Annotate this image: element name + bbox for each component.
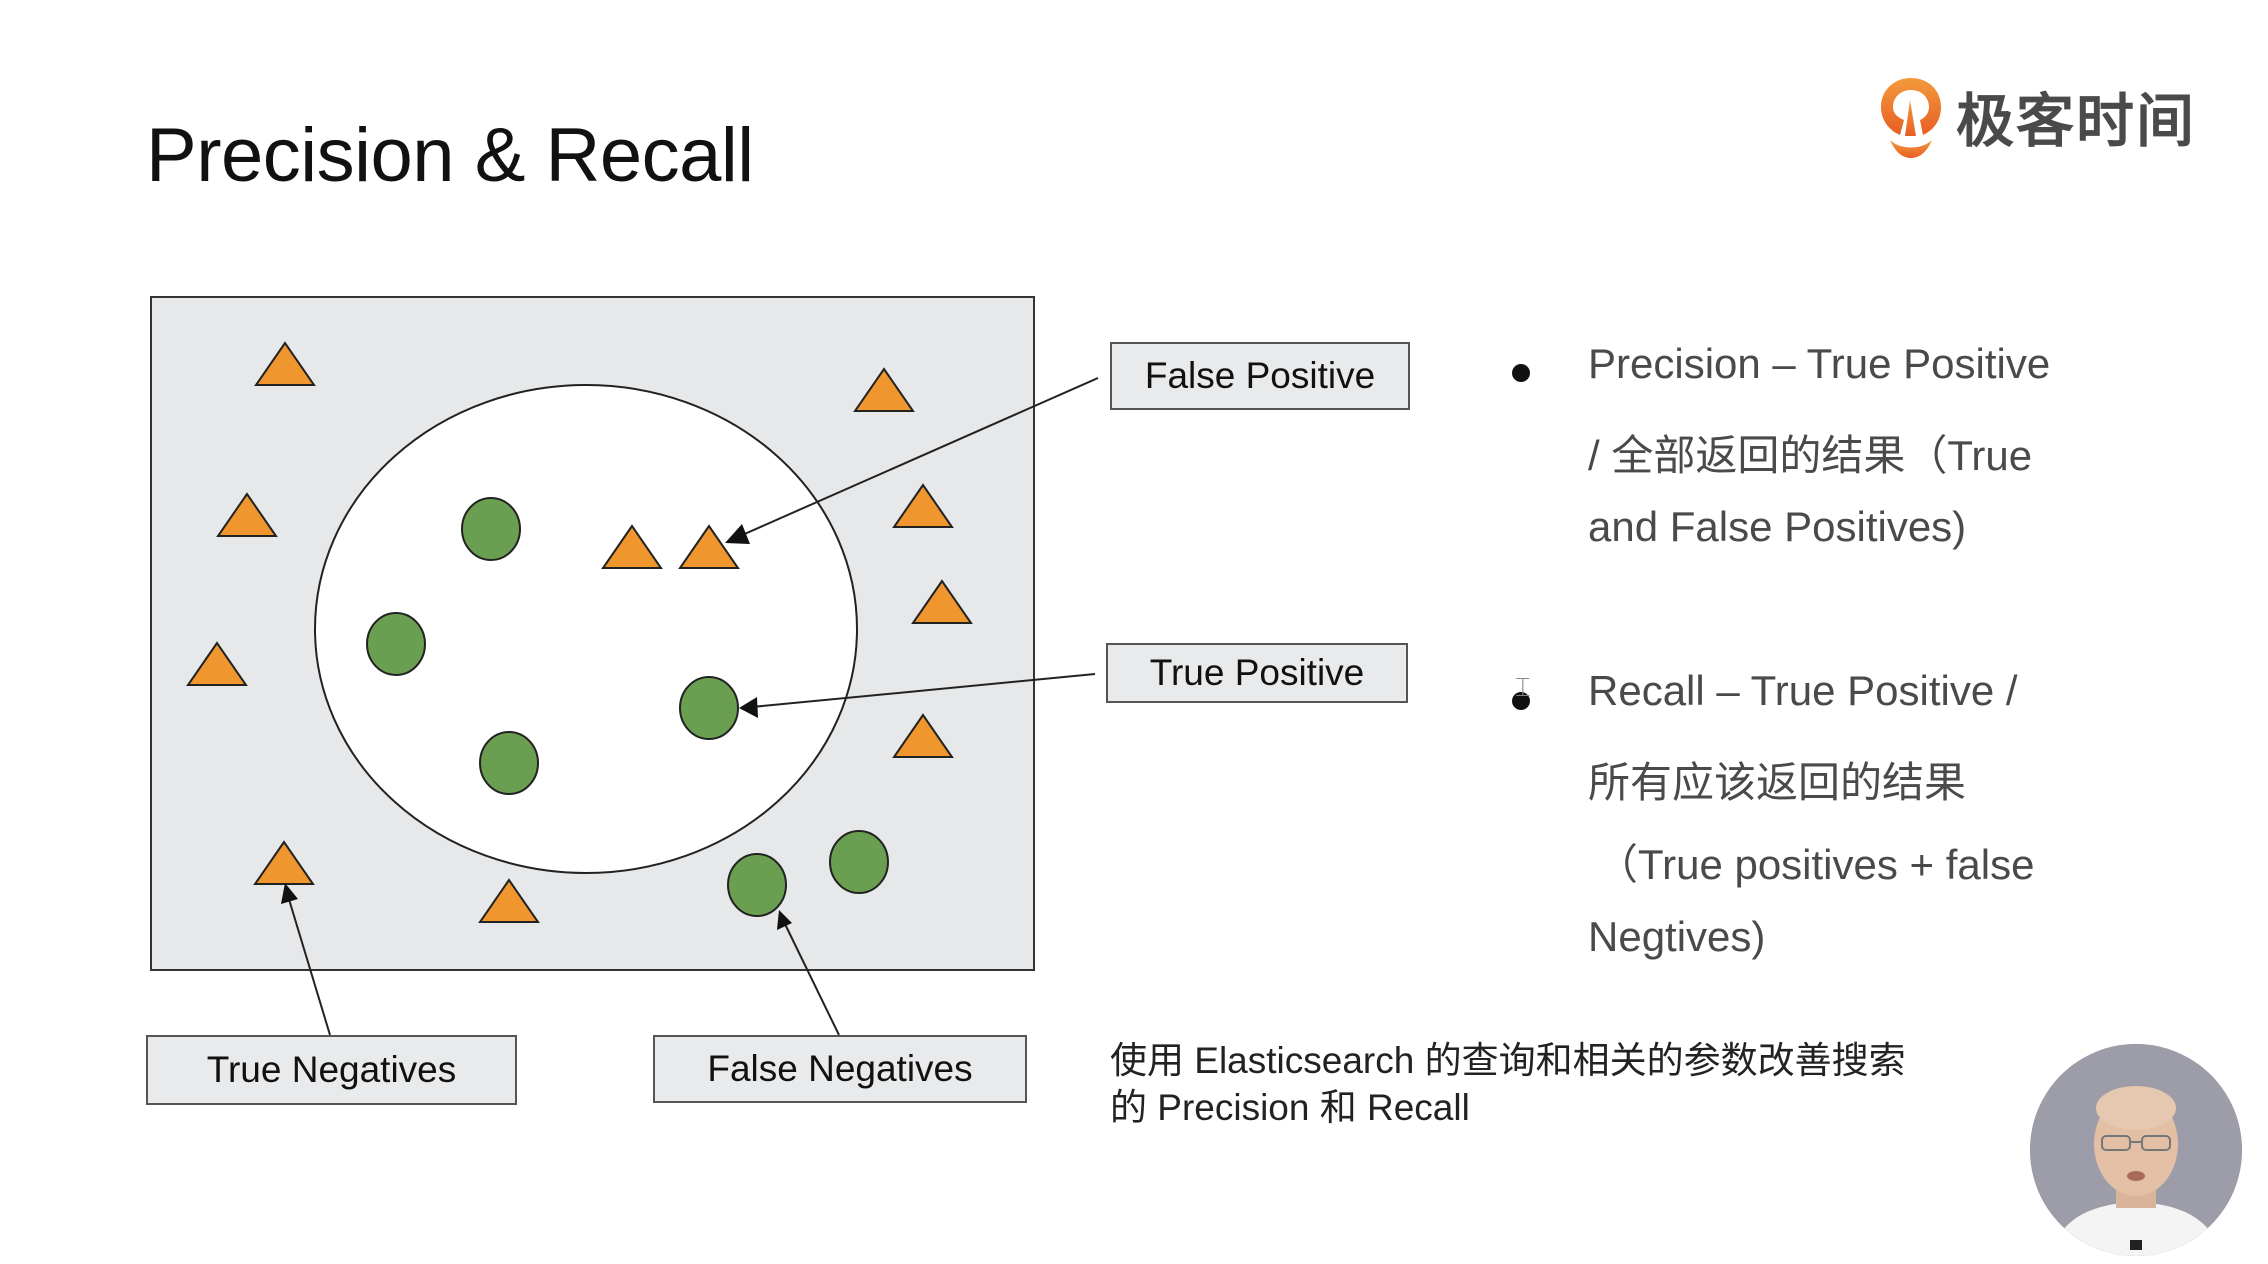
false-negative-circle bbox=[829, 830, 889, 894]
false-positive-text: False Positive bbox=[1144, 355, 1376, 396]
bullet-dot-icon bbox=[1512, 364, 1530, 382]
true-negative-triangle bbox=[911, 579, 973, 624]
presenter-silhouette-icon bbox=[2030, 1044, 2242, 1256]
false-negative-arrow-line bbox=[783, 921, 840, 1036]
slide-title: Precision & Recall bbox=[146, 113, 754, 198]
true-negative-arrow-line bbox=[287, 895, 331, 1036]
false-negative-circle bbox=[727, 853, 787, 917]
caption-line-1: 使用 Elasticsearch 的查询和相关的参数改善搜索 bbox=[1110, 1040, 1906, 1081]
true-negative-triangle bbox=[478, 878, 540, 923]
true-positive-circle bbox=[461, 497, 521, 561]
false-positive-triangle bbox=[678, 524, 740, 569]
true-negative-triangle bbox=[216, 492, 278, 537]
mouse-cursor-icon: ⌶ bbox=[1515, 672, 1531, 702]
recall-line-3: （True positives + false bbox=[1596, 841, 2035, 888]
recall-line-2: 所有应该返回的结果 bbox=[1588, 759, 1967, 806]
false-positive-triangle bbox=[601, 524, 663, 569]
true-positive-text: True Positive bbox=[1149, 652, 1365, 693]
geektime-logo-icon bbox=[1881, 78, 1941, 158]
true-positive-arrow-line bbox=[751, 673, 1096, 708]
true-positive-label: True Positive bbox=[1106, 643, 1408, 703]
false-negatives-label: False Negatives bbox=[653, 1035, 1027, 1103]
true-negative-triangle bbox=[892, 713, 954, 758]
true-negative-triangle bbox=[253, 840, 315, 885]
true-negative-triangle bbox=[892, 483, 954, 528]
true-negative-triangle bbox=[186, 641, 248, 686]
precision-line-2: / 全部返回的结果（True bbox=[1588, 432, 2033, 479]
precision-line-3: and False Positives) bbox=[1588, 503, 1967, 550]
false-negatives-text: False Negatives bbox=[707, 1048, 973, 1089]
true-negative-arrowhead bbox=[281, 883, 298, 904]
true-positive-circle bbox=[679, 676, 739, 740]
true-negative-triangle bbox=[254, 341, 316, 386]
recall-line-4: Negtives) bbox=[1588, 913, 1766, 960]
recall-line-1: Recall – True Positive / bbox=[1588, 667, 2018, 714]
arrows bbox=[281, 377, 1099, 1036]
geektime-logo: 极客时间 bbox=[1878, 74, 2196, 158]
false-positive-arrow-line bbox=[739, 377, 1099, 537]
precision-line-1: Precision – True Positive bbox=[1588, 340, 2051, 387]
presenter-webcam-avatar bbox=[2030, 1044, 2242, 1256]
true-positive-circle bbox=[366, 612, 426, 676]
false-positive-arrowhead bbox=[725, 524, 750, 544]
logo-text: 极客时间 bbox=[1956, 87, 2197, 155]
true-negatives-label: True Negatives bbox=[146, 1035, 517, 1105]
true-negative-triangle bbox=[853, 367, 915, 412]
true-negatives-text: True Negatives bbox=[206, 1049, 457, 1090]
false-negative-arrowhead bbox=[777, 910, 792, 930]
selected-elements-ellipse bbox=[314, 384, 858, 874]
true-positive-circle bbox=[479, 731, 539, 795]
true-positive-arrowhead bbox=[739, 697, 758, 718]
false-positive-label: False Positive bbox=[1110, 342, 1410, 410]
bullet-dot-icon bbox=[1512, 692, 1530, 710]
caption-line-2: 的 Precision 和 Recall bbox=[1110, 1087, 1470, 1128]
